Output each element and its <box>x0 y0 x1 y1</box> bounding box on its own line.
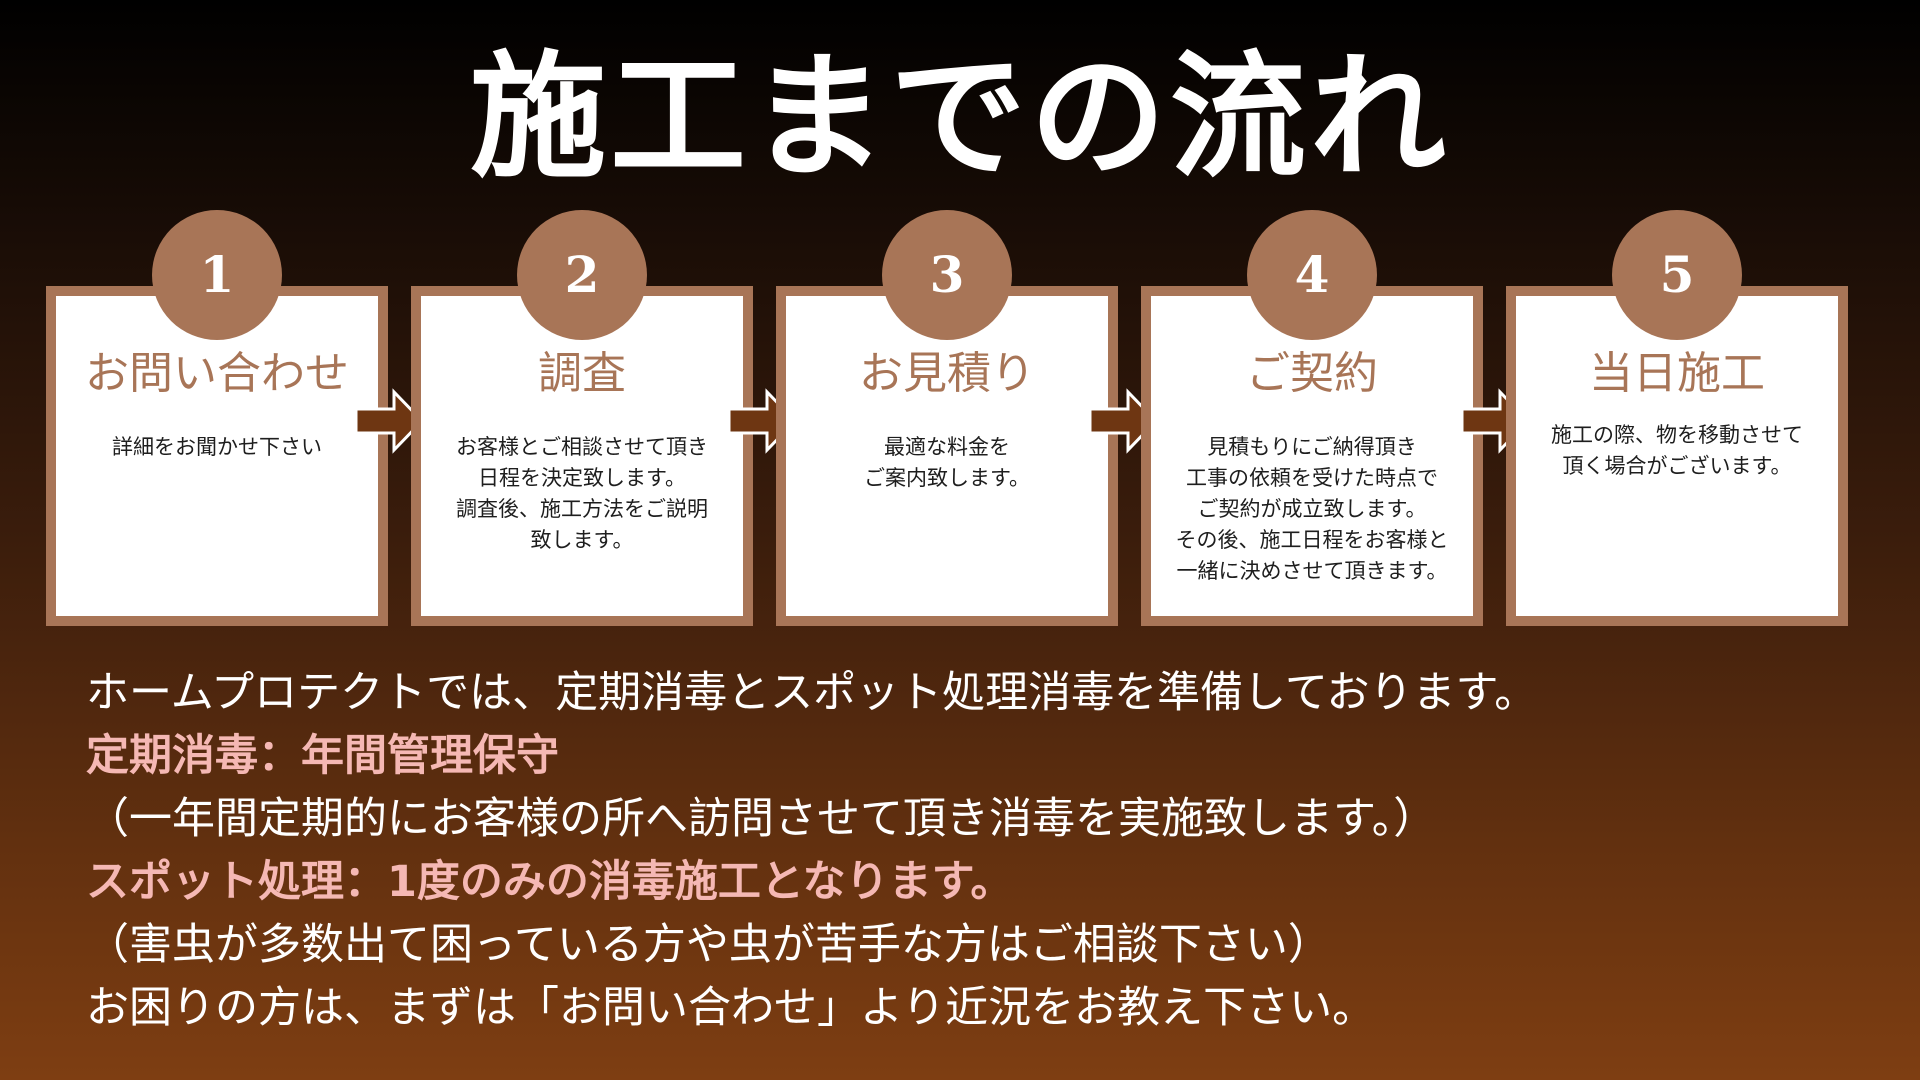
step-construction-day: 5 当日施工 施工の際、物を移動させて 頂く場合がございます。 <box>1506 210 1848 630</box>
step-survey: 2 調査 お客様とご相談させて頂き 日程を決定致します。 調査後、施工方法をご説… <box>411 210 753 630</box>
step-card <box>776 286 1118 626</box>
step-card <box>1141 286 1483 626</box>
step-title: 調査 <box>538 348 626 399</box>
process-steps: 1 お問い合わせ 詳細をお聞かせ下さい 2 調査 お客様とご相談させて頂き 日程… <box>0 210 1920 630</box>
page-title: 施工までの流れ <box>470 39 1450 197</box>
step-description: 最適な料金を ご案内致します。 <box>864 435 1030 490</box>
closing-message: お困りの方は、まずは「お問い合わせ」より近況をお教え下さい。 <box>86 983 1376 1033</box>
step-number-badge: 3 <box>882 210 1012 340</box>
step-card <box>411 286 753 626</box>
step-inquiry: 1 お問い合わせ 詳細をお聞かせ下さい <box>46 210 388 630</box>
step-number-badge: 5 <box>1612 210 1742 340</box>
step-description: 施工の際、物を移動させて 頂く場合がございます。 <box>1551 423 1803 478</box>
step-number-badge: 1 <box>152 210 282 340</box>
regular-disinfection-detail: （一年間定期的にお客様の所へ訪問させて頂き消毒を実施致します。） <box>86 794 1437 844</box>
step-title: 当日施工 <box>1589 348 1765 399</box>
arrow-right-icon <box>354 388 424 454</box>
step-estimate: 3 お見積り 最適な料金を ご案内致します。 <box>776 210 1118 630</box>
service-info: ホームプロテクトでは、定期消毒とスポット処理消毒を準備しております。 定期消毒：… <box>86 662 1866 1040</box>
step-description: お客様とご相談させて頂き 日程を決定致します。 調査後、施工方法をご説明 致しま… <box>456 435 708 552</box>
step-description: 詳細をお聞かせ下さい <box>112 435 322 459</box>
regular-disinfection-heading: 定期消毒：年間管理保守 <box>86 731 559 781</box>
step-description: 見積もりにご納得頂き 工事の依頼を受けた時点で ご契約が成立致します。 その後、… <box>1175 435 1449 583</box>
step-card <box>1506 286 1848 626</box>
spot-treatment-detail: （害虫が多数出て困っている方や虫が苦手な方はご相談下さい） <box>86 920 1331 970</box>
step-title: お問い合わせ <box>85 348 349 399</box>
spot-treatment-heading: スポット処理：1度のみの消毒施工となります。 <box>86 857 1014 907</box>
step-number-badge: 2 <box>517 210 647 340</box>
step-number-badge: 4 <box>1247 210 1377 340</box>
step-contract: 4 ご契約 見積もりにご納得頂き 工事の依頼を受けた時点で ご契約が成立致します… <box>1141 210 1483 630</box>
step-title: お見積り <box>859 348 1035 399</box>
service-intro: ホームプロテクトでは、定期消毒とスポット処理消毒を準備しております。 <box>86 668 1538 718</box>
step-card <box>46 286 388 626</box>
step-title: ご契約 <box>1246 348 1378 399</box>
